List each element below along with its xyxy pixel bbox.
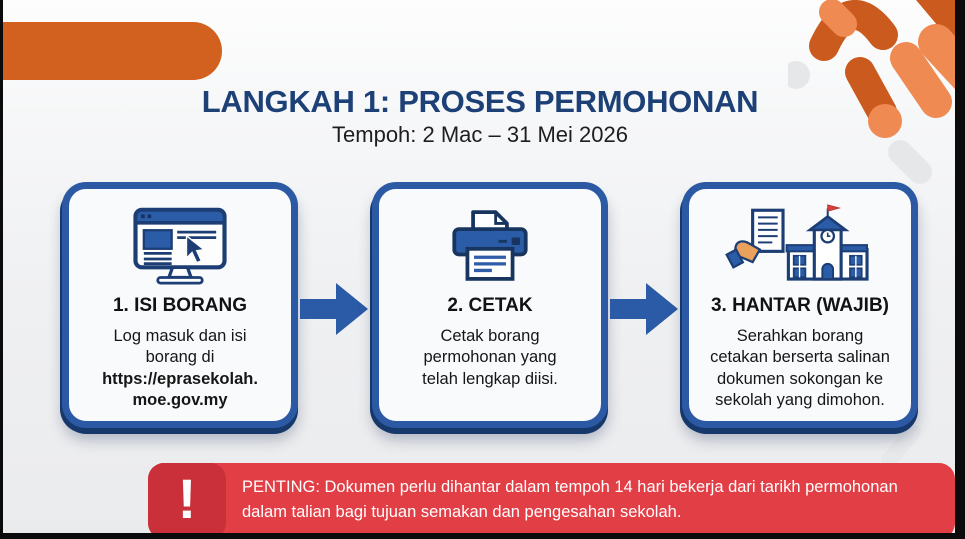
submit-document-school-icon	[725, 204, 875, 287]
computer-form-icon	[129, 205, 231, 287]
step-card-cetak: 2. CETAK Cetak borang permohonan yang te…	[372, 182, 608, 428]
arrow-right-icon	[300, 283, 368, 335]
frame-edge-right	[955, 0, 965, 539]
step-description: Serahkan borang cetakan berserta salinan…	[710, 327, 890, 410]
step-title: 1. ISI BORANG	[112, 295, 248, 316]
page-title: LANGKAH 1: PROSES PERMOHONAN	[201, 84, 759, 119]
arrow-right-icon	[610, 283, 678, 335]
orange-bar-decoration	[3, 22, 222, 80]
frame-edge-left	[0, 0, 3, 539]
step-title: 2. CETAK	[447, 295, 533, 316]
application-url: https://eprasekolah.	[102, 369, 258, 388]
notice-banner: ! PENTING: Dokumen perlu dihantar dalam …	[148, 463, 955, 539]
notice-text: PENTING: Dokumen perlu dihantar dalam te…	[242, 478, 898, 521]
step-card-hantar: 3. HANTAR (WAJIB) Serahkan borang cetaka…	[682, 182, 918, 428]
step-description: Cetak borang permohonan yang telah lengk…	[422, 327, 558, 388]
step-card-isi-borang: 1. ISI BORANG Log masuk dan isi borang d…	[62, 182, 298, 428]
frame-edge-bottom	[0, 533, 965, 539]
step-description: Log masuk dan isi borang di https://epra…	[102, 327, 258, 410]
page-subtitle: Tempoh: 2 Mac – 31 Mei 2026	[332, 122, 628, 147]
application-url-2: moe.gov.my	[132, 391, 228, 410]
printer-icon	[443, 205, 537, 287]
exclamation-icon: !	[148, 463, 226, 539]
step-title: 3. HANTAR (WAJIB)	[710, 295, 890, 316]
